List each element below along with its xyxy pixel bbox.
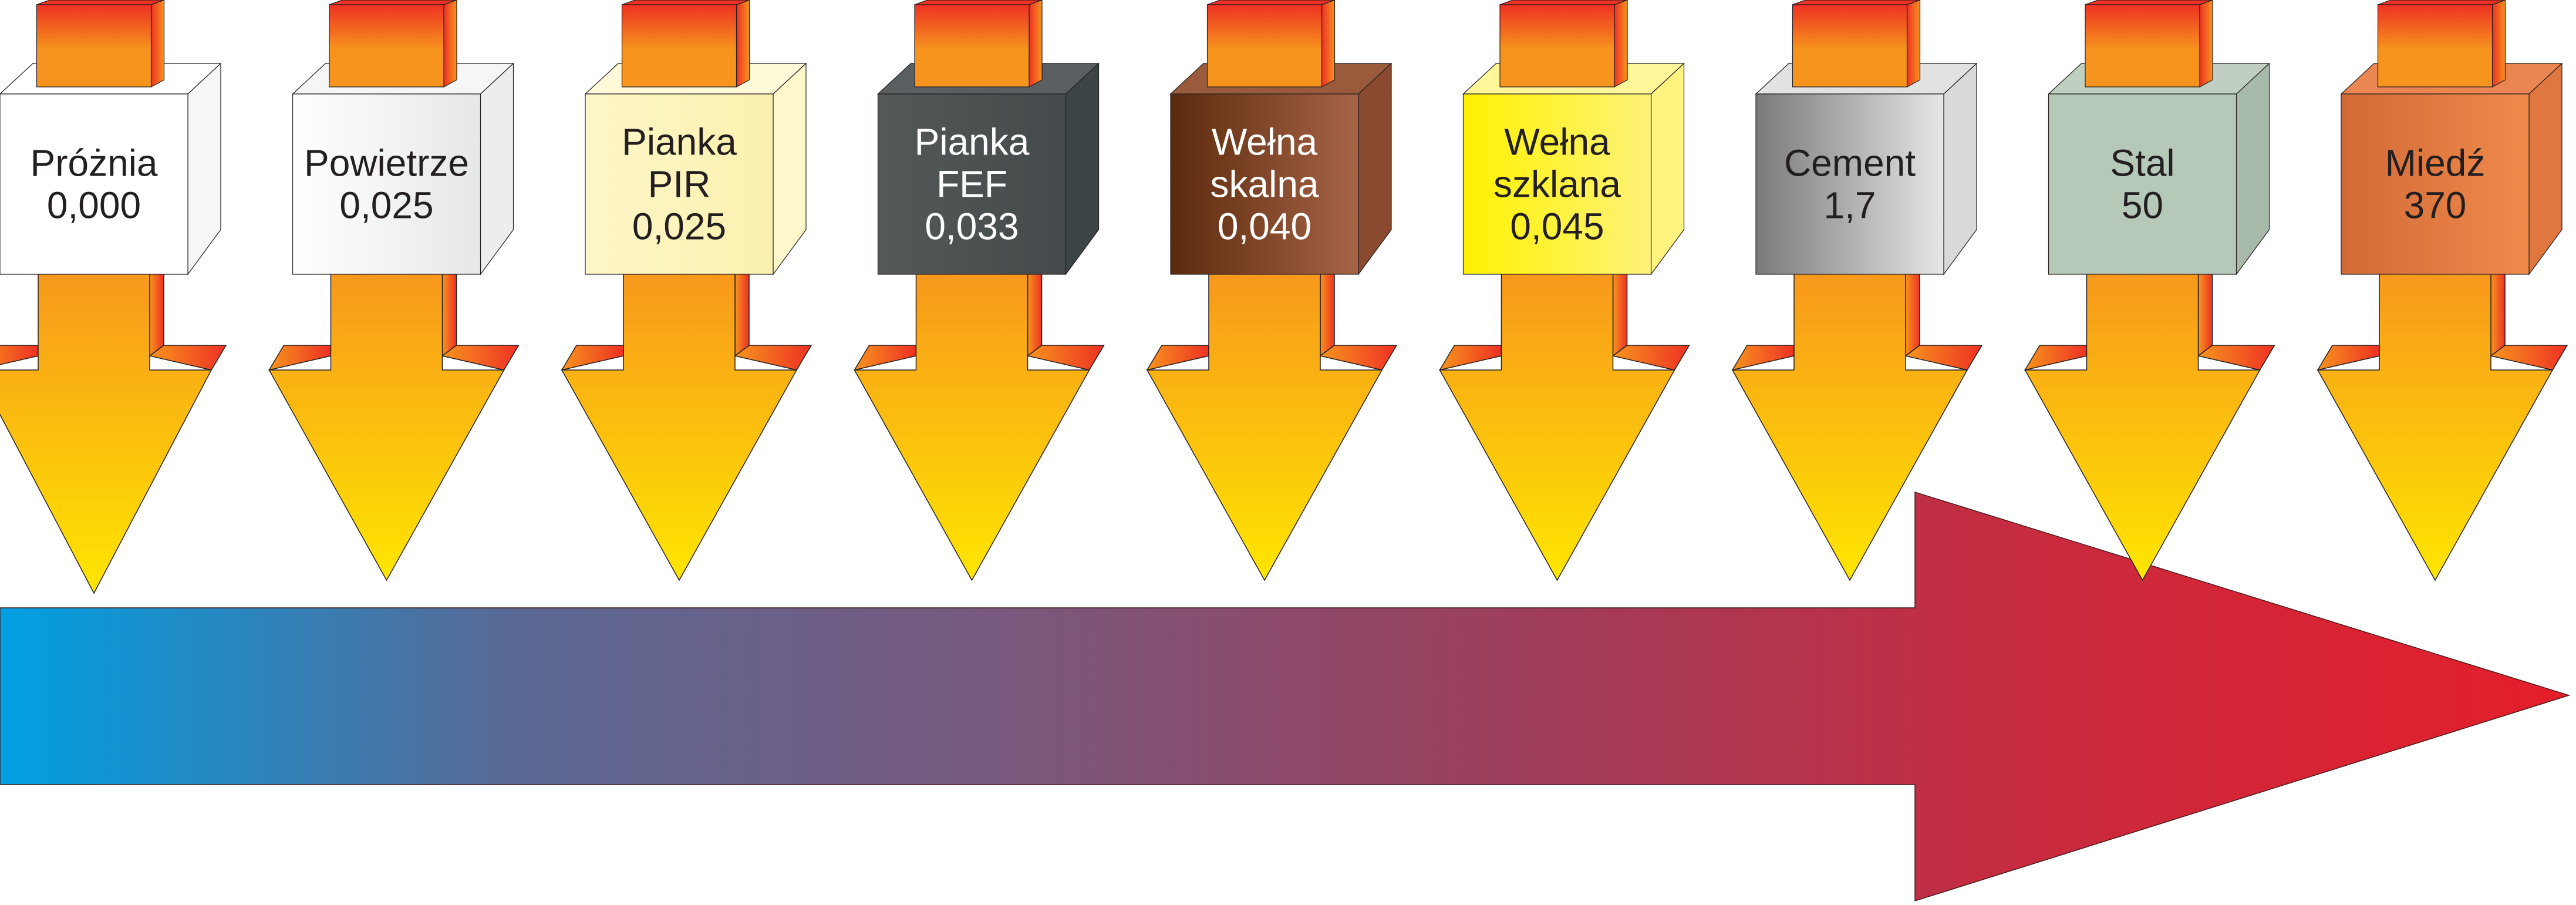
heat-source-icon — [1792, 0, 1921, 88]
heat-source-icon — [914, 0, 1043, 88]
heat-flow-arrow-icon — [2024, 245, 2275, 581]
heat-flow-arrow-icon — [2317, 245, 2568, 581]
material-name-line: Cement — [1784, 142, 1916, 184]
heat-source-icon — [621, 0, 750, 88]
material-name-line: Powietrze — [304, 142, 469, 184]
heat-flow-arrow-icon — [1146, 245, 1398, 581]
material-name-line: skalna — [1211, 163, 1319, 206]
conductivity-scale-arrow-icon — [0, 491, 2571, 902]
conductivity-value: 0,040 — [1218, 206, 1311, 248]
heat-flow-arrow-icon — [1438, 245, 1690, 581]
material-block — [584, 62, 807, 275]
heat-source-icon — [329, 0, 457, 88]
conductivity-value: 1,7 — [1824, 184, 1876, 227]
heat-source-icon — [36, 0, 165, 88]
conductivity-scale-arrow-icon — [0, 491, 2571, 902]
material-name-line: PIR — [648, 163, 711, 206]
conductivity-value: 0,045 — [1510, 206, 1604, 248]
heat-flow-arrow-icon — [268, 245, 520, 581]
material-name-line: Pianka — [622, 121, 737, 163]
heat-source-icon — [2377, 0, 2506, 88]
heat-flow-arrow-icon — [561, 245, 812, 581]
material-name-line: Stal — [2110, 142, 2174, 184]
materials-row: Próżnia0,000Powietrze0,025PiankaPIR0,025… — [0, 0, 2568, 594]
material-name-line: Miedź — [2385, 142, 2486, 184]
heat-source-icon — [1206, 0, 1336, 88]
heat-source-icon — [1499, 0, 1628, 88]
heat-flow-arrow-icon — [0, 245, 227, 594]
material-name-line: Próżnia — [31, 142, 158, 184]
heat-flow-arrow-icon — [853, 245, 1105, 581]
conductivity-value: 0,025 — [632, 206, 726, 248]
material-name-line: Pianka — [915, 121, 1030, 163]
material-block — [2340, 62, 2563, 275]
heat-source-icon — [2085, 0, 2213, 88]
conductivity-value: 370 — [2404, 184, 2467, 227]
conductivity-value: 0,000 — [47, 184, 141, 227]
material-name-line: Wełna — [1212, 121, 1318, 163]
conductivity-value: 50 — [2122, 184, 2163, 227]
material-name-line: Wełna — [1504, 121, 1610, 163]
material-name-line: FEF — [936, 163, 1007, 206]
material-name-line: szklana — [1493, 163, 1621, 206]
conductivity-value: 0,033 — [925, 206, 1019, 248]
conductivity-value: 0,025 — [339, 184, 433, 227]
